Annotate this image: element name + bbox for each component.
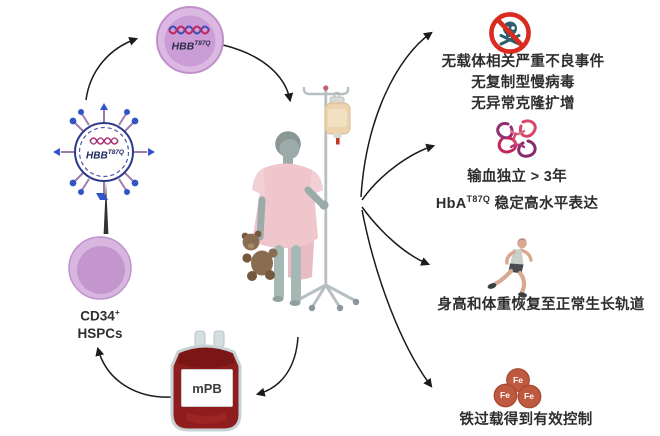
lentiviral-vector-icon — [53, 103, 155, 200]
running-person-icon — [487, 238, 533, 298]
arrow-to-transfusion — [361, 143, 436, 201]
outcome-transfusion-line1: 输血独立 > 3年 — [467, 169, 567, 185]
outcome-safety-line1: 无载体相关严重不良事件 — [441, 54, 605, 70]
outcome-growth-text: 身高和体重恢复至正常生长轨道 — [437, 297, 645, 313]
patient-child — [241, 131, 329, 306]
blood-bag-label: mPB — [181, 369, 233, 407]
hspc-label-line2: HSPCs — [77, 325, 123, 341]
outcome-iron-text: 铁过载得到有效控制 — [459, 412, 593, 428]
arrow-cell-to-patient — [222, 44, 294, 103]
arrow-to-growth — [361, 206, 431, 266]
vector-label-sup: T87Q — [107, 149, 124, 156]
transduced-cell-icon — [156, 6, 224, 74]
fe-label-1: Fe — [513, 375, 523, 385]
arrow-vector-to-cell — [85, 36, 139, 101]
arrow-hspc-to-vector — [103, 182, 109, 234]
fe-label-2: Fe — [500, 390, 510, 400]
fe-label-3: Fe — [524, 391, 534, 401]
arrow-mpb-to-hspc — [95, 346, 174, 398]
no-severe-adverse-events-icon — [489, 12, 531, 54]
hspc-label: CD34+ HSPCs — [58, 304, 142, 342]
arrow-to-safety — [360, 31, 433, 198]
vector-label-base: HBB — [86, 150, 108, 162]
arrow-patient-to-mpb — [255, 336, 299, 397]
outcome-transfusion-line2: HbAT87Q 稳定高水平表达 — [435, 194, 599, 212]
outcome-safety-line2: 无复制型慢病毒 — [471, 75, 575, 91]
teddy-bear-icon — [241, 230, 278, 281]
outcome-transfusion-text: 输血独立 > 3年 HbAT87Q 稳定高水平表达 — [404, 166, 630, 215]
hspc-cell-icon — [68, 236, 132, 300]
arrow-to-iron — [361, 209, 433, 388]
infusion-bag-icon — [324, 91, 351, 145]
vector-dna-icon — [89, 137, 119, 145]
outcome-safety-text: 无载体相关严重不良事件 无复制型慢病毒 无异常克隆扩增 — [410, 52, 636, 115]
iron-overload-icon — [493, 368, 542, 409]
cell-dna-icon — [168, 25, 210, 35]
vector-label: HBBT87Q — [78, 147, 132, 161]
cell-label-base: HBB — [171, 40, 195, 53]
cell-label-sup: T87Q — [194, 40, 211, 47]
blood-bag-icon — [170, 330, 242, 432]
outcome-safety-line3: 无异常克隆扩增 — [471, 96, 575, 112]
hemoglobin-icon — [496, 119, 537, 158]
hspc-label-line1: CD34+ — [80, 307, 120, 324]
transduced-cell-label: HBBT87Q — [162, 38, 220, 53]
flow-arrows — [85, 31, 436, 398]
iv-pole — [292, 85, 360, 312]
